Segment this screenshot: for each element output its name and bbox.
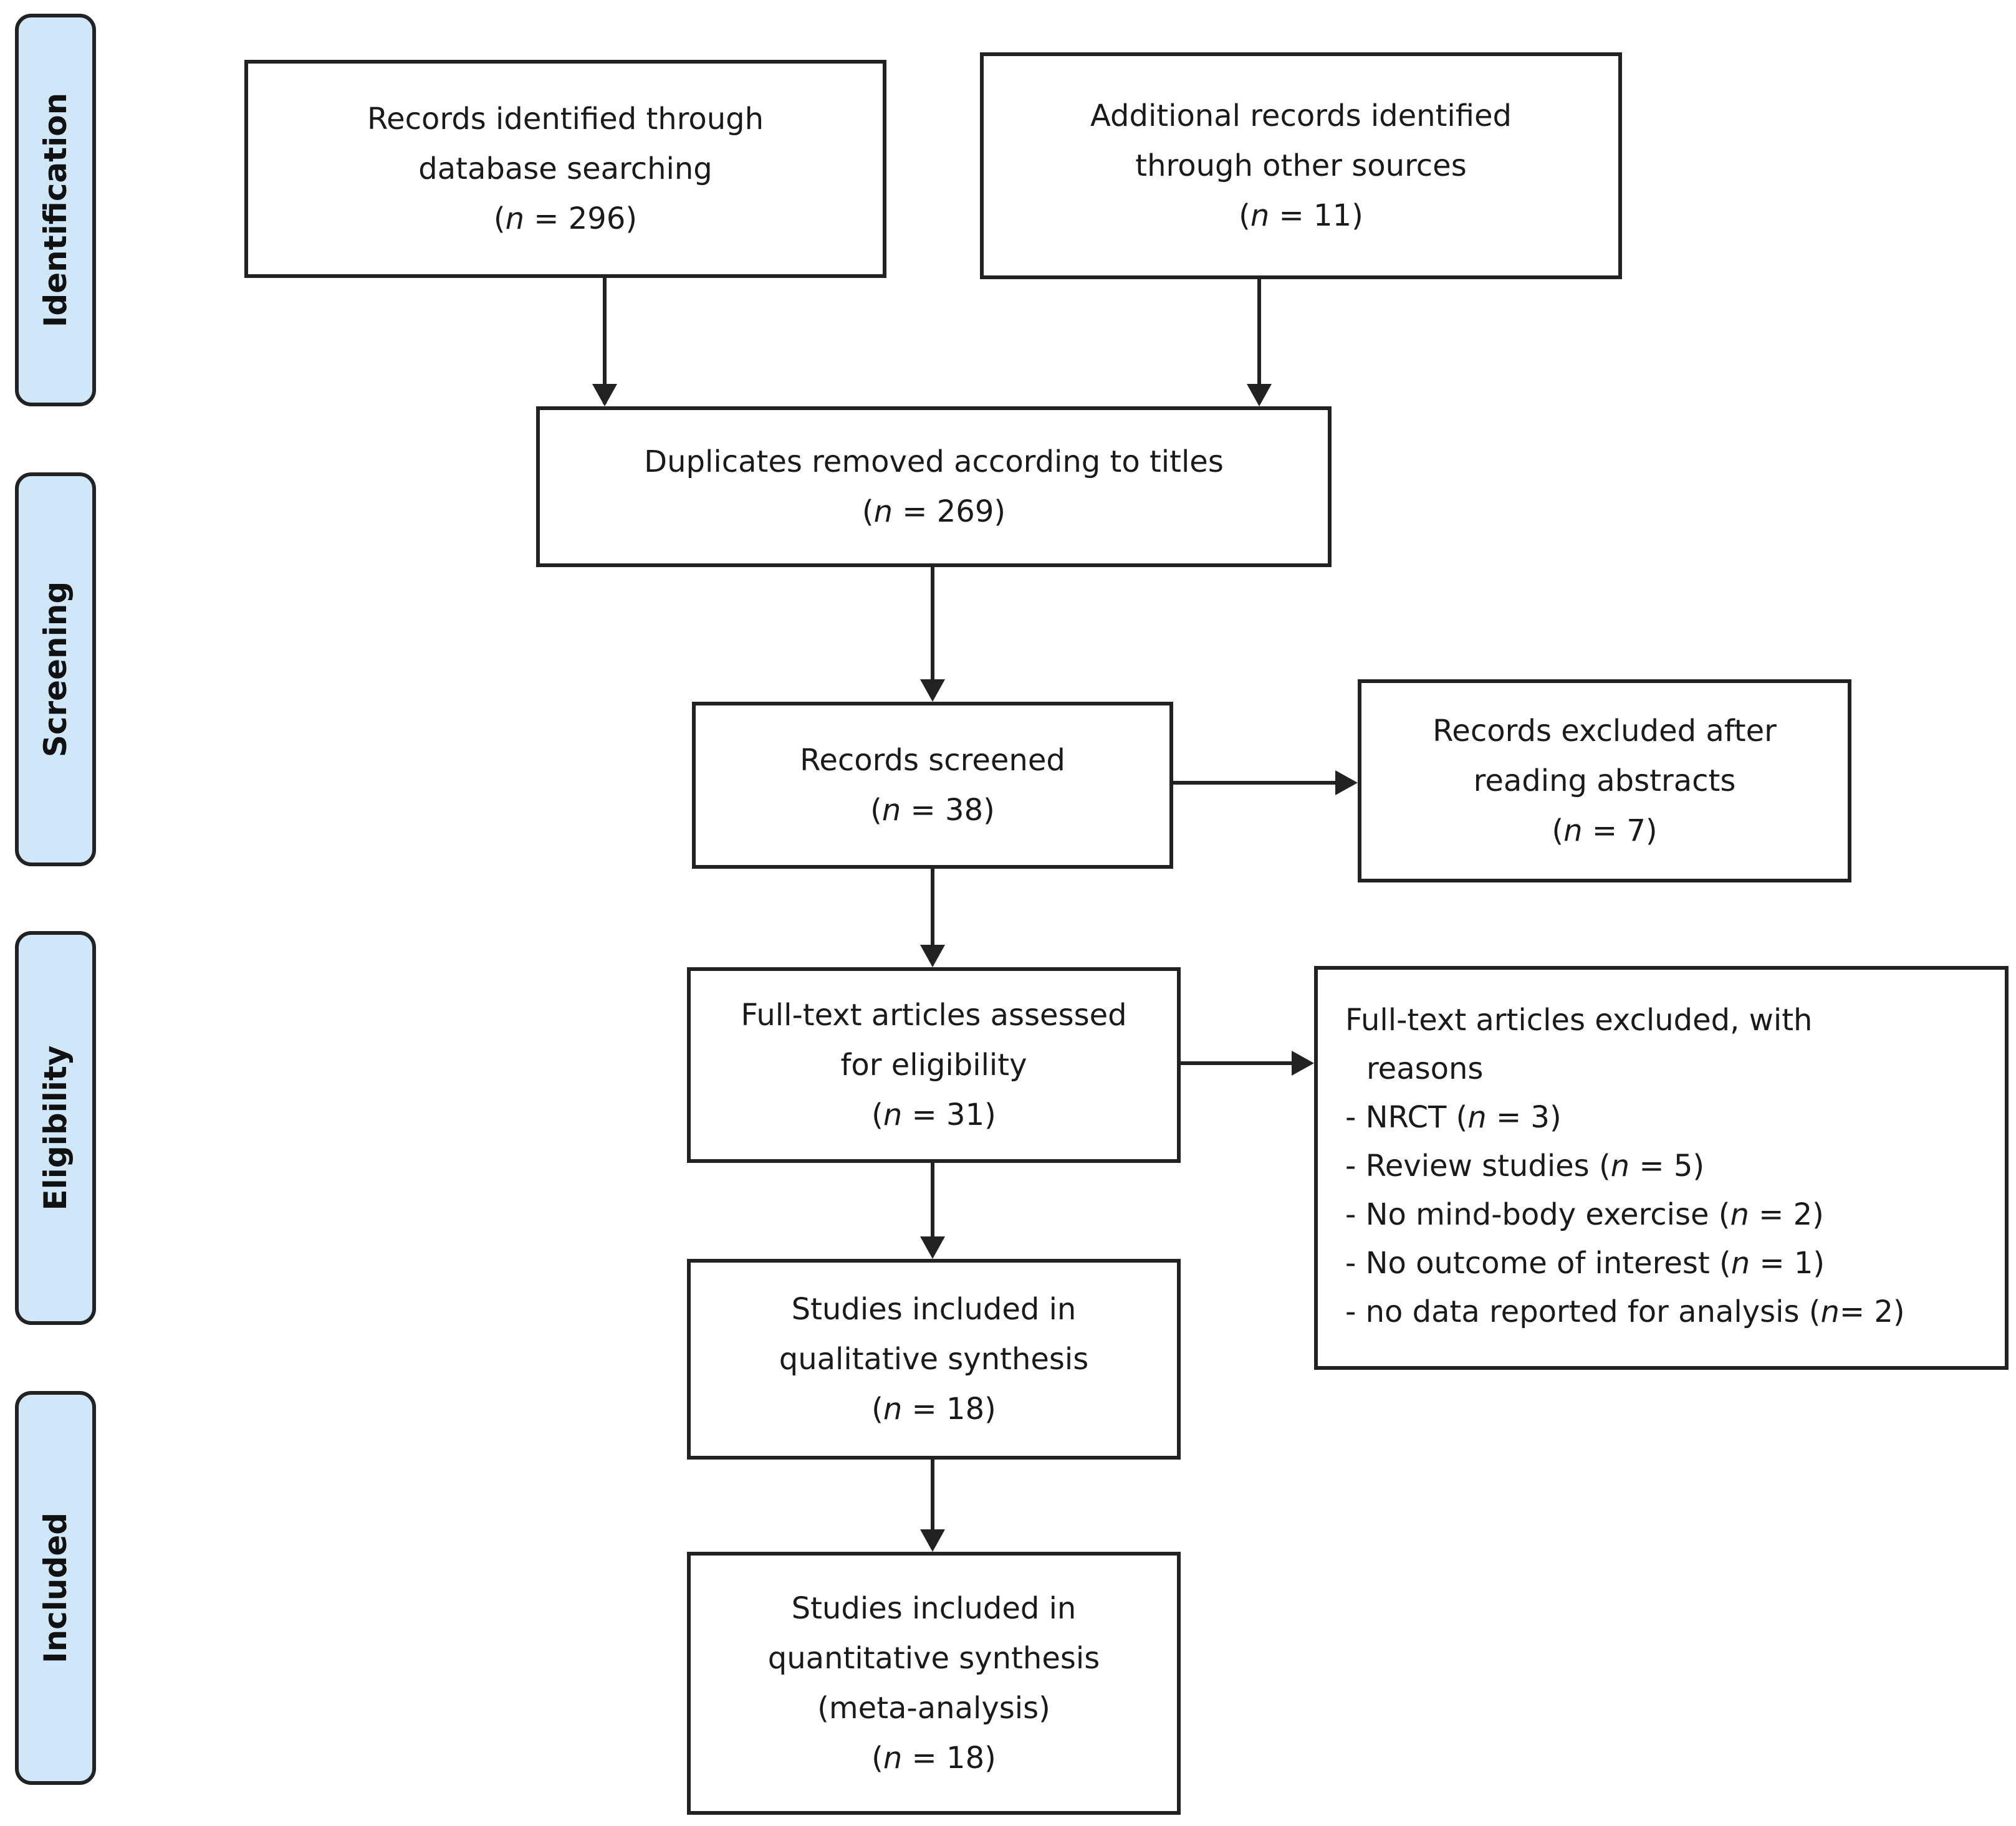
arrowhead [920, 1236, 945, 1259]
box-text: Studies included in [791, 1591, 1077, 1626]
exclusion-reason: - No outcome of interest (n = 1) [1345, 1246, 1825, 1281]
exclusion-reason: - NRCT (n = 3) [1345, 1100, 1562, 1135]
phase-eligibility: Eligibility [15, 931, 96, 1325]
arrowhead [1292, 1051, 1314, 1076]
box-count: (n = 31) [871, 1097, 996, 1132]
box-full-text-assessed: Full-text articles assessed for eligibil… [687, 967, 1181, 1163]
box-count: (n = 7) [1552, 813, 1658, 848]
box-excluded-abstracts: Records excluded after reading abstracts… [1358, 679, 1851, 882]
box-text: for eligibility [840, 1048, 1027, 1083]
box-excluded-full-text: Full-text articles excluded, with reason… [1314, 966, 2009, 1370]
box-records-screened: Records screened (n = 38) [692, 702, 1173, 869]
box-duplicates-removed: Duplicates removed according to titles (… [536, 406, 1332, 567]
box-text: Records excluded after [1433, 714, 1777, 748]
phase-included: Included [15, 1391, 96, 1785]
phase-identification: Identification [15, 14, 96, 406]
box-qualitative-synthesis: Studies included in qualitative synthesi… [687, 1259, 1181, 1460]
box-count: (n = 18) [871, 1392, 996, 1427]
arrowhead [1247, 384, 1272, 406]
arrowhead [920, 679, 945, 702]
box-other-sources: Additional records identified through ot… [980, 52, 1622, 279]
box-text: Full-text articles excluded, with [1345, 1003, 1813, 1038]
box-database-records: Records identified through database sear… [244, 60, 886, 278]
box-text: (meta-analysis) [817, 1691, 1050, 1726]
box-text: through other sources [1135, 148, 1467, 183]
box-text: Full-text articles assessed [741, 998, 1127, 1033]
box-count: (n = 11) [1239, 198, 1363, 233]
box-text: reasons [1366, 1051, 1484, 1086]
exclusion-reason: - No mind-body exercise (n = 2) [1345, 1197, 1824, 1232]
box-count: (n = 18) [871, 1741, 996, 1776]
box-text: quantitative synthesis [767, 1641, 1100, 1676]
box-text: reading abstracts [1473, 763, 1736, 798]
box-text: qualitative synthesis [779, 1342, 1089, 1377]
arrowhead [920, 945, 945, 967]
box-text: Studies included in [791, 1292, 1077, 1327]
exclusion-reason: - Review studies (n = 5) [1345, 1149, 1705, 1183]
phase-screening: Screening [15, 472, 96, 866]
box-text: Records identified through [367, 102, 764, 136]
arrowhead [592, 384, 617, 406]
box-count: (n = 296) [493, 201, 638, 236]
box-text: database searching [418, 151, 713, 186]
exclusion-reason: - no data reported for analysis (n= 2) [1345, 1294, 1905, 1329]
box-count: (n = 269) [862, 494, 1006, 529]
box-count: (n = 38) [870, 793, 995, 828]
arrowhead [920, 1529, 945, 1552]
box-quantitative-synthesis: Studies included in quantitative synthes… [687, 1552, 1181, 1815]
box-text: Additional records identified [1090, 98, 1512, 133]
box-text: Duplicates removed according to titles [644, 444, 1224, 479]
box-text: Records screened [800, 743, 1065, 778]
arrowhead [1335, 770, 1358, 795]
